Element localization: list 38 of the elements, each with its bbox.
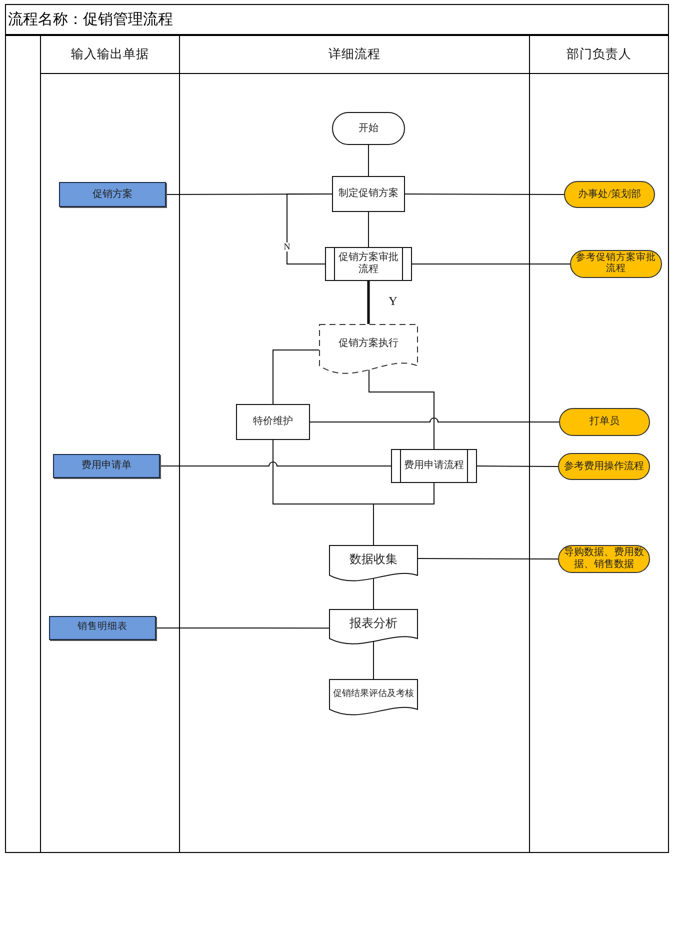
connector bbox=[272, 350, 320, 404]
process-box: 制定促销方案 bbox=[332, 176, 405, 212]
document-box: 促销方案 bbox=[59, 182, 166, 207]
edge-label: N bbox=[282, 242, 292, 252]
connector bbox=[476, 466, 558, 467]
owner-pill: 参考费用操作流程 bbox=[558, 453, 650, 480]
document-box: 销售明细表 bbox=[49, 616, 156, 640]
connector bbox=[368, 212, 369, 248]
connector bbox=[404, 194, 564, 195]
terminal-shape: 开始 bbox=[332, 112, 405, 145]
owner-pill: 参考促销方案审批流程 bbox=[570, 250, 662, 278]
connector bbox=[373, 482, 434, 546]
connector bbox=[373, 640, 374, 680]
connector bbox=[367, 281, 370, 324]
subprocess-box: 费用申请流程 bbox=[391, 449, 477, 483]
title: 流程名称：促销管理流程 bbox=[8, 10, 173, 29]
connector bbox=[418, 558, 558, 560]
lane-header: 输入输出单据 bbox=[70, 46, 150, 62]
document-shape: 促销结果评估及考核 bbox=[329, 679, 418, 716]
edge-label: Y bbox=[388, 295, 398, 307]
document-shape: 促销方案执行 bbox=[319, 324, 418, 375]
owner-pill: 办事处/策划部 bbox=[564, 181, 655, 208]
connector bbox=[373, 577, 374, 610]
document-box: 费用申请单 bbox=[53, 454, 160, 478]
connector bbox=[160, 462, 392, 466]
connector bbox=[368, 368, 434, 450]
subprocess-box: 促销方案审批流程 bbox=[325, 247, 412, 281]
connector bbox=[368, 144, 369, 176]
lane-header: 详细流程 bbox=[328, 46, 382, 62]
owner-pill: 导购数据、费用数据、销售数据 bbox=[558, 545, 650, 573]
process-box: 特价维护 bbox=[236, 404, 310, 440]
document-shape: 报表分析 bbox=[329, 609, 418, 645]
document-shape: 数据收集 bbox=[329, 545, 418, 582]
connector bbox=[286, 194, 332, 264]
owner-pill: 打单员 bbox=[559, 408, 650, 436]
connector bbox=[310, 418, 560, 422]
connector bbox=[156, 628, 330, 629]
lane-header: 部门负责人 bbox=[566, 46, 632, 62]
